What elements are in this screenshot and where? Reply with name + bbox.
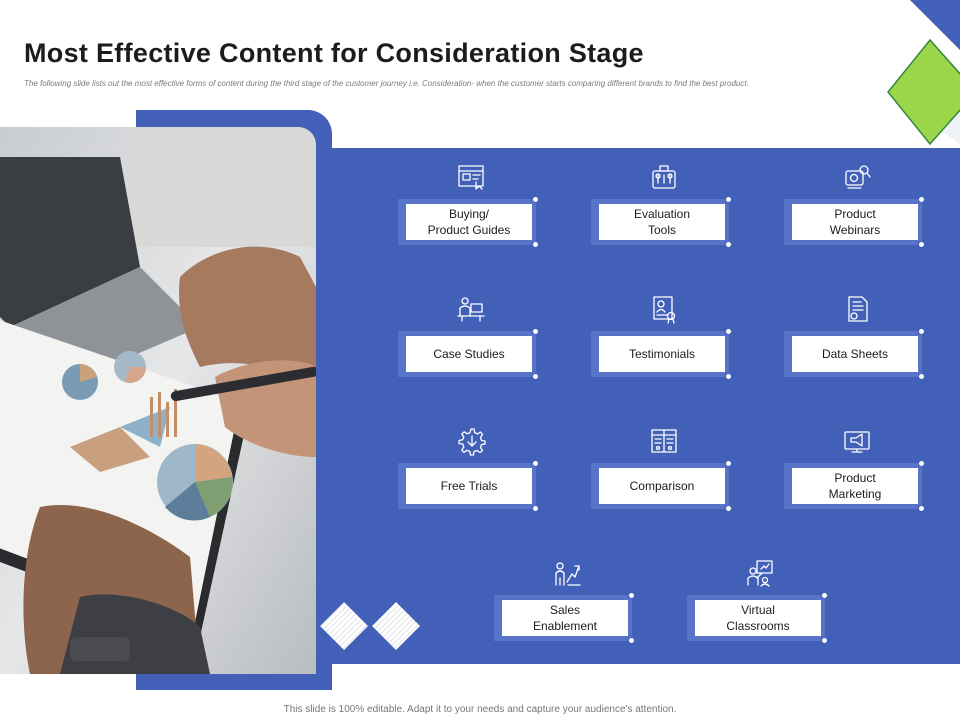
- connector-dot: [532, 505, 539, 512]
- content-card-label: Data Sheets: [792, 336, 918, 372]
- brochure-icon: [458, 165, 484, 190]
- connector-dot: [821, 637, 828, 644]
- content-card-label: Buying/Product Guides: [406, 204, 532, 240]
- business-photo: [0, 127, 316, 674]
- footer-note: This slide is 100% editable. Adapt it to…: [283, 704, 677, 715]
- person-desk-icon: [457, 297, 485, 322]
- connector-dot: [532, 196, 539, 203]
- content-card-label: Comparison: [599, 468, 725, 504]
- connector-dot: [725, 241, 732, 248]
- connector-dot: [725, 460, 732, 467]
- connector-dot: [628, 637, 635, 644]
- content-card: Comparison: [591, 460, 732, 512]
- connector-dot: [532, 373, 539, 380]
- growth-person-icon: [555, 562, 581, 586]
- content-card: Free Trials: [398, 460, 539, 512]
- content-card-label: Testimonials: [599, 336, 725, 372]
- connector-dot: [918, 460, 925, 467]
- connector-dot: [725, 196, 732, 203]
- gear-download-icon: [458, 428, 486, 456]
- connector-dot: [918, 328, 925, 335]
- content-card: Case Studies: [398, 328, 539, 380]
- connector-dot: [532, 460, 539, 467]
- megaphone-screen-icon: [844, 431, 870, 453]
- page-title: Most Effective Content for Consideration…: [24, 38, 644, 68]
- content-card-label: Free Trials: [406, 468, 532, 504]
- webinar-icon: [845, 165, 871, 189]
- connector-dot: [821, 592, 828, 599]
- connector-dot: [532, 328, 539, 335]
- connector-dot: [918, 196, 925, 203]
- corner-decoration: [887, 0, 960, 146]
- connector-dot: [918, 373, 925, 380]
- compare-panels-icon: [651, 429, 677, 453]
- connector-dot: [725, 328, 732, 335]
- document-user-icon: [848, 296, 868, 322]
- certificate-icon: [653, 296, 676, 324]
- connector-dot: [532, 241, 539, 248]
- diamond-decoration: [320, 602, 420, 650]
- content-card: Buying/Product Guides: [398, 196, 539, 248]
- connector-dot: [918, 505, 925, 512]
- toolbox-icon: [652, 165, 676, 189]
- connector-dot: [918, 241, 925, 248]
- connector-dot: [725, 505, 732, 512]
- presentation-board-icon: [747, 560, 773, 587]
- content-card-label: Case Studies: [406, 336, 532, 372]
- connector-dot: [725, 373, 732, 380]
- page-subtitle: The following slide lists out the most e…: [24, 79, 749, 88]
- connector-dot: [628, 592, 635, 599]
- content-card: Testimonials: [591, 328, 732, 380]
- content-card: Data Sheets: [784, 328, 925, 380]
